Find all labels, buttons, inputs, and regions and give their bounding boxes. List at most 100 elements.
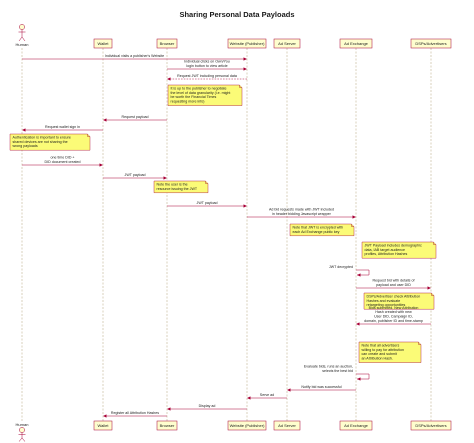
note-fold [431,293,434,296]
message-label: Display ad [199,404,216,408]
arrow-head [22,128,26,132]
arrow-head [167,77,171,81]
message: Ad bid requests made with JWT includedin… [247,208,356,219]
note-fold [205,181,208,184]
message: Request wallet sign in [22,125,103,132]
arrow-head [243,57,247,61]
participant-label: Browser [160,41,175,46]
participant-box [273,420,301,431]
note-text: an Attribution Hash. [362,357,393,361]
message-label: Ad bid requests made with JWT included [269,208,334,212]
note-fold [87,134,90,137]
message-arrow [356,373,370,380]
note-text: be worth the Financial Times [171,95,217,99]
participant-label: Ad Server [278,41,296,46]
participant-human-bottom: Human [16,422,29,442]
arrow-head [243,67,247,71]
participant-label: DSPs/Advertisers [415,41,446,46]
note: Authentication is important to ensuresha… [9,133,91,151]
note-text: data, IAB target audience [365,248,406,252]
message-arrow [356,269,370,276]
note-text: the level of data granularity (i.e. migh… [171,91,231,95]
note: It is up to the publisher to negotiateth… [167,84,243,106]
arrow-head [103,414,107,418]
message-label: domain, publisher ID and time-stamp [364,319,423,323]
arrow-head [427,286,431,290]
message-label: selects the best bid [322,369,353,373]
message-label: Individual visits a publisher's Website [105,54,164,58]
message: one time DID +DID document created [22,156,103,167]
participant-label: Ad Server [278,423,296,428]
arrow-head [356,322,360,326]
participant-label: Wallet [98,41,110,46]
note-text: Hashes and evaluate [367,299,401,303]
message: JWT decrypted [329,265,370,277]
arrow-head [167,407,171,411]
participant-website-bottom: Website (Publisher) [227,420,267,431]
participant-label: Ad Exchange [344,41,369,46]
arrow-head [352,215,356,219]
note-text: profiles, Attribution Hashes [365,252,408,256]
message-label: login button to view article [186,64,227,68]
actor-leg-left [18,437,23,442]
participant-box [93,38,113,49]
note-fold [239,85,242,88]
participant-adserver-bottom: Ad Server [273,420,301,431]
message-label: JWT payload [197,201,218,205]
message-label: Request JWT including personal data [177,74,237,78]
note-box [363,292,435,310]
message-label: Hash created with new [375,310,412,314]
message: Display ad [167,404,247,411]
note-text: can create and submit [362,352,397,356]
message: Register all Attribution Hashes [103,411,167,418]
message: Serve ad [247,393,287,400]
arrow-head [287,388,291,392]
note-box [167,84,243,106]
message: JWT payload [167,201,247,208]
participant-label: Website (Publisher) [230,41,265,46]
participant-human-top: Human [16,24,29,47]
message-label: JWT decrypted [329,265,353,269]
note-text: Note that all advertisers [362,343,400,347]
note-box [153,180,209,193]
note-text: each Ad Exchange public key [293,230,340,234]
message-label: User DID, Campaign ID, [374,315,413,319]
participant-adserver-top: Ad Server [273,38,301,49]
message: Request payload [103,115,167,122]
note-text: shared devices are not sharing the [13,140,68,144]
participant-box [339,38,373,49]
actor-leg-right [21,36,26,42]
arrow-head [103,118,107,122]
steps: Individual visits a publisher's WebsiteI… [9,54,437,418]
message: Request JWT including personal data [167,74,247,81]
message: Evaluate bids, runs an auction,selects t… [304,365,370,381]
participant-box [227,38,267,49]
note-box [361,241,437,259]
participant-label: Ad Exchange [344,423,369,428]
participant-box [156,420,178,431]
participants-top: Human Wallet Browser Website (Publisher) Ad … [16,24,452,49]
participant-wallet-top: Wallet [93,38,113,49]
participant-label: Human [16,42,29,47]
note-text: Note that JWT is encrypted with [293,225,344,229]
note-text: retargeting opportunities [367,303,406,307]
message: Notify bid was successful [287,385,356,392]
message-label: Serve ad [260,393,274,397]
note-fold [418,342,421,345]
participant-label: Website (Publisher) [230,423,265,428]
participant-website-top: Website (Publisher) [227,38,267,49]
lifelines [21,48,432,421]
note-box [289,223,355,236]
participant-label: Human [16,422,29,427]
participant-label: DSPs/Advertisers [415,423,446,428]
message-label: in header bidding Javascript wrapper [272,212,332,216]
note-fold [351,224,354,227]
message-label: Request payload [122,115,149,119]
note-box [358,341,422,363]
message-label: Request wallet sign in [45,125,80,129]
participant-dsps-bottom: DSPs/Advertisers [410,420,452,431]
